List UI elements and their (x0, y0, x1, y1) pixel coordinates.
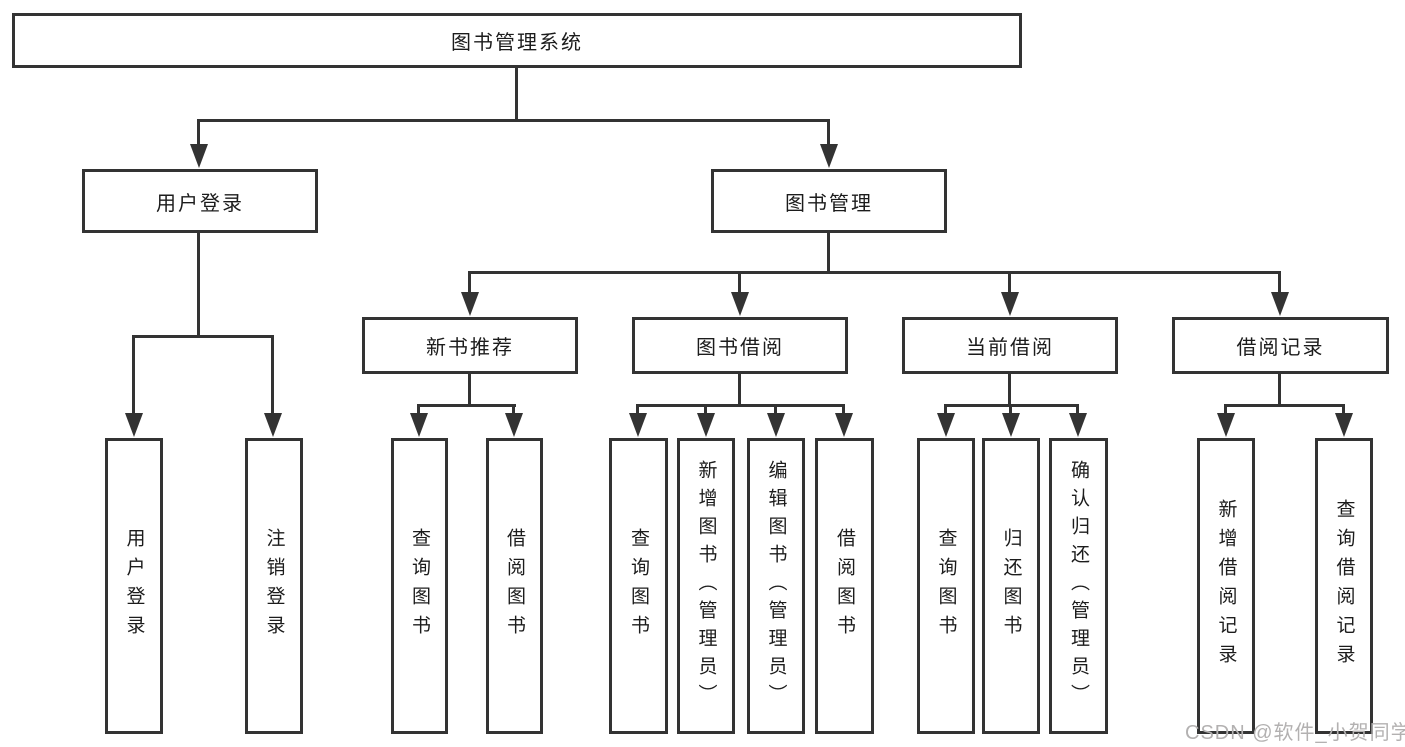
arrow-down-icon (1271, 292, 1289, 316)
connector-line (636, 404, 639, 418)
leaf-confirm-return-admin: 确认归还（管理员） (1049, 438, 1108, 734)
leaf-borrow-books-recommend: 借阅图书 (486, 438, 543, 734)
arrow-down-icon (1002, 413, 1020, 437)
connector-line (197, 232, 200, 337)
connector-line (515, 66, 518, 121)
node-borrowing-records: 借阅记录 (1172, 317, 1389, 374)
connector-line (1008, 271, 1011, 296)
connector-line (132, 335, 135, 417)
arrow-down-icon (125, 413, 143, 437)
csdn-watermark: CSDN @软件_小贺同学 (1185, 722, 1405, 744)
node-user-login: 用户登录 (82, 169, 318, 233)
leaf-return-book: 归还图书 (982, 438, 1040, 734)
leaf-user-login: 用户登录 (105, 438, 163, 734)
connector-line (197, 119, 200, 149)
node-book-borrowing: 图书借阅 (632, 317, 848, 374)
arrow-down-icon (1001, 292, 1019, 316)
node-book-management: 图书管理 (711, 169, 947, 233)
connector-line (512, 404, 515, 418)
leaf-borrow-books-borrowing: 借阅图书 (815, 438, 874, 734)
connector-line (468, 271, 1281, 274)
connector-line (636, 404, 845, 407)
arrow-down-icon (1069, 413, 1087, 437)
connector-line (1009, 404, 1012, 418)
connector-line (197, 119, 830, 122)
arrow-down-icon (835, 413, 853, 437)
connector-line (1224, 404, 1345, 407)
arrow-down-icon (731, 292, 749, 316)
connector-line (1278, 271, 1281, 296)
connector-line (842, 404, 845, 418)
arrow-down-icon (820, 144, 838, 168)
connector-line (132, 335, 274, 338)
arrow-down-icon (461, 292, 479, 316)
connector-line (704, 404, 707, 418)
connector-line (827, 232, 830, 273)
connector-line (1224, 404, 1227, 418)
arrow-down-icon (1217, 413, 1235, 437)
node-library-system: 图书管理系统 (12, 13, 1022, 68)
arrow-down-icon (937, 413, 955, 437)
arrow-down-icon (697, 413, 715, 437)
arrow-down-icon (505, 413, 523, 437)
connector-line (1008, 373, 1011, 407)
leaf-query-borrow-record: 查询借阅记录 (1315, 438, 1373, 734)
leaf-add-book-admin: 新增图书（管理员） (677, 438, 735, 734)
connector-line (774, 404, 777, 418)
connector-line (468, 373, 471, 407)
connector-line (738, 271, 741, 296)
arrow-down-icon (767, 413, 785, 437)
connector-line (271, 335, 274, 417)
connector-line (944, 404, 947, 418)
connector-line (738, 373, 741, 407)
connector-line (827, 119, 830, 149)
arrow-down-icon (264, 413, 282, 437)
node-new-book-recommend: 新书推荐 (362, 317, 578, 374)
connector-line (1278, 373, 1281, 407)
leaf-query-books-current: 查询图书 (917, 438, 975, 734)
connector-line (417, 404, 516, 407)
leaf-query-books-recommend: 查询图书 (391, 438, 448, 734)
connector-line (468, 271, 471, 296)
connector-line (417, 404, 420, 418)
arrow-down-icon (190, 144, 208, 168)
leaf-add-borrow-record: 新增借阅记录 (1197, 438, 1255, 734)
arrow-down-icon (1335, 413, 1353, 437)
arrow-down-icon (410, 413, 428, 437)
arrow-down-icon (629, 413, 647, 437)
leaf-edit-book-admin: 编辑图书（管理员） (747, 438, 805, 734)
connector-line (1342, 404, 1345, 418)
leaf-logout: 注销登录 (245, 438, 303, 734)
node-current-borrowing: 当前借阅 (902, 317, 1118, 374)
connector-line (1076, 404, 1079, 418)
leaf-query-books-borrowing: 查询图书 (609, 438, 668, 734)
